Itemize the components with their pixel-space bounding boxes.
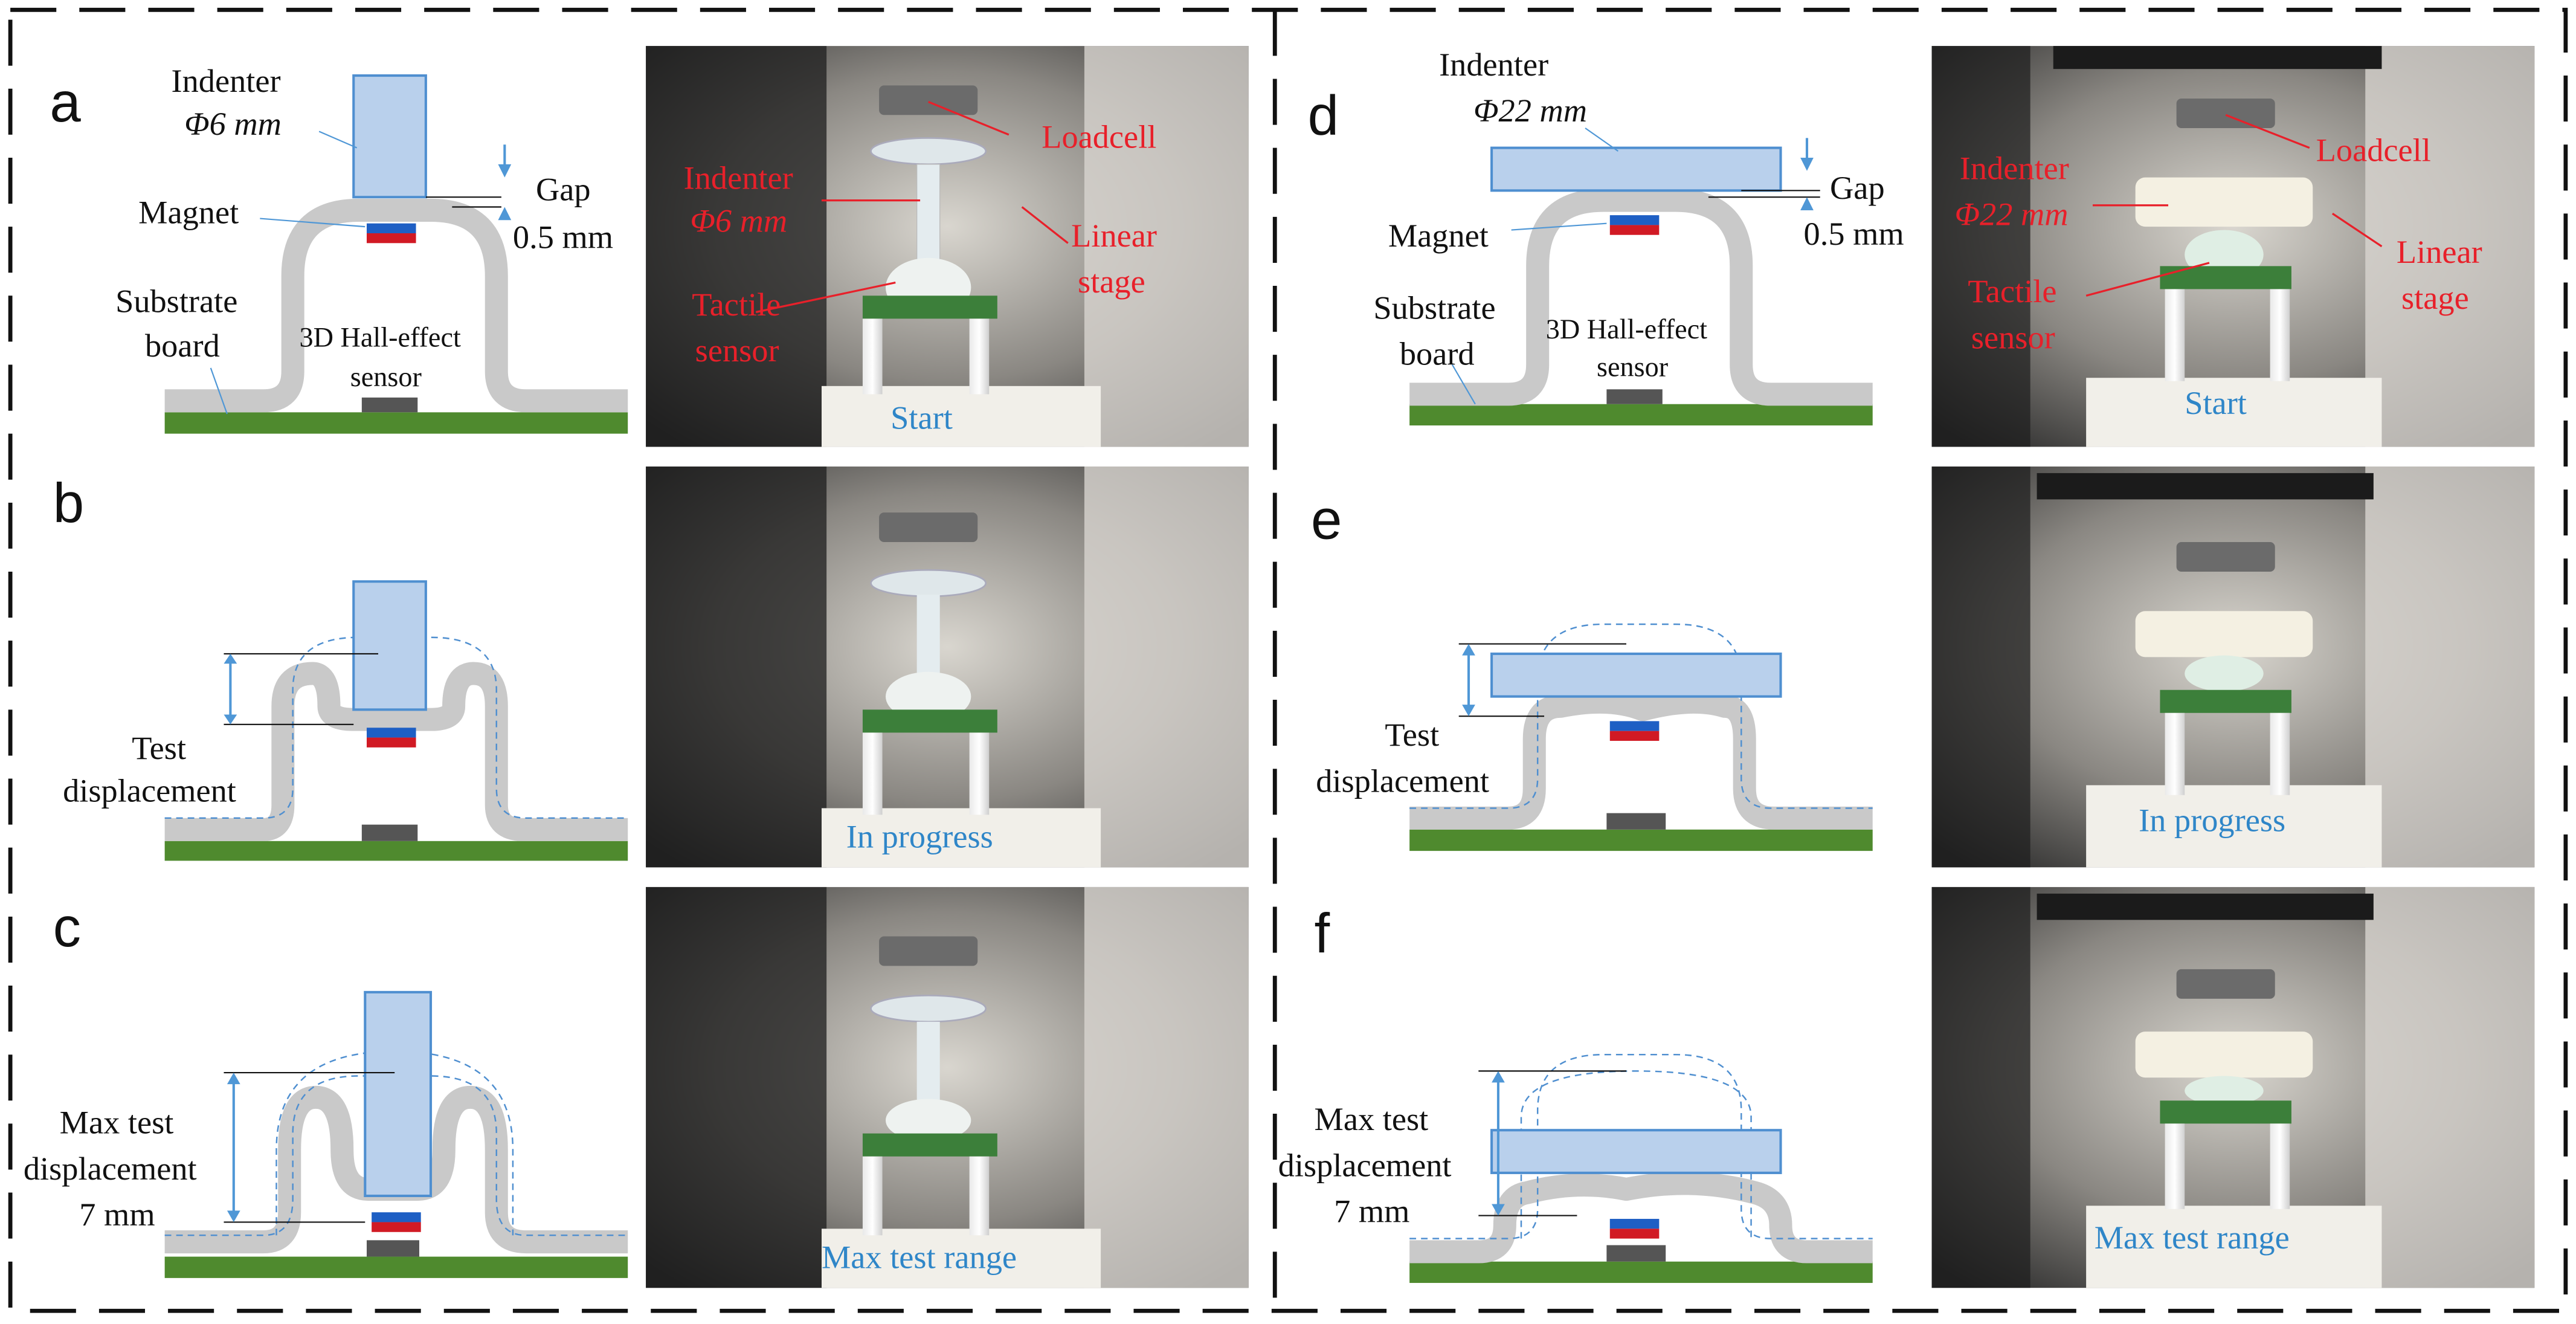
test-displacement-1: Test	[132, 730, 186, 766]
panel-letter-c: c	[53, 896, 81, 958]
indenter-diameter-d: Φ22 mm	[1473, 92, 1587, 129]
panel-letter-a: a	[50, 71, 81, 134]
gap-value-d: 0.5 mm	[1804, 216, 1904, 252]
max-test-f2: displacement	[1278, 1147, 1452, 1183]
magnet-red	[366, 233, 416, 244]
panel-letter-b: b	[53, 471, 84, 534]
magnet-label-d: Magnet	[1388, 218, 1489, 254]
substrate-label-d1: Substrate	[1373, 289, 1495, 326]
photo-d-status: Start	[2185, 385, 2247, 421]
gap-label-d: Gap	[1830, 170, 1885, 206]
tactile-skin	[164, 198, 628, 413]
gap-arrow-down	[498, 144, 511, 177]
photo-a-linear-1: Linear	[1071, 218, 1157, 254]
substrate-leader	[210, 367, 228, 415]
photo-d-tactile-1: Tactile	[1968, 273, 2056, 309]
panel-e-diagram: e Test displacement	[1311, 488, 1873, 851]
photo-b-status: In progress	[846, 819, 993, 855]
test-displacement-e1: Test	[1385, 717, 1439, 753]
panel-letter-e: e	[1311, 488, 1342, 551]
indenter-label: Indenter	[172, 63, 281, 99]
panel-b-diagram: b Test displacement	[53, 471, 628, 861]
photo-a-loadcell: Loadcell	[1042, 119, 1156, 155]
photo-d-tactile-2: sensor	[1971, 319, 2055, 355]
outer-dashed-border	[8, 7, 2568, 1313]
magnet-leader	[260, 218, 365, 228]
photo-e-status: In progress	[2139, 802, 2285, 838]
substrate-board	[164, 412, 628, 434]
max-test-1: Max test	[60, 1105, 174, 1141]
gap-value: 0.5 mm	[513, 219, 613, 255]
photo-d-indenter-2: Φ22 mm	[1955, 196, 2069, 232]
panel-f-diagram: f Max test displacement 7 mm	[1278, 902, 1873, 1284]
photo-c-status: Max test range	[822, 1239, 1017, 1276]
photo-a-tactile-2: sensor	[695, 332, 779, 369]
indenter-diameter: Φ6 mm	[184, 106, 282, 142]
panel-c-photo: Max test range	[646, 886, 1249, 1288]
panel-letter-f: f	[1314, 902, 1330, 965]
photo-a-indenter-2: Φ6 mm	[691, 202, 788, 239]
photo-a-status: Start	[890, 399, 953, 436]
hall-label-d2: sensor	[1597, 352, 1668, 383]
max-test-3: 7 mm	[79, 1196, 155, 1233]
substrate-label-d2: board	[1400, 335, 1475, 372]
hall-label-d1: 3D Hall-effect	[1546, 314, 1707, 344]
hall-sensor-chip	[361, 397, 418, 413]
photo-d-indenter-1: Indenter	[1960, 150, 2069, 186]
indenter	[352, 74, 427, 199]
panel-f-photo: Max test range	[1931, 886, 2535, 1288]
photo-a-tactile-1: Tactile	[692, 286, 781, 323]
panel-d-diagram: d Indenter Φ22 mm Magnet Gap 0.5 mm Subs…	[1308, 47, 1904, 426]
hall-label-2: sensor	[350, 361, 422, 392]
magnet-label: Magnet	[138, 195, 239, 231]
panel-c-diagram: c Max test displacement 7 mm	[24, 896, 628, 1278]
panel-a-photo: Loadcell Indenter Φ6 mm Linear stage Tac…	[646, 46, 1249, 447]
test-displacement-2: displacement	[63, 773, 236, 809]
photo-a-indenter-1: Indenter	[684, 160, 793, 196]
photo-d-linear-2: stage	[2401, 280, 2469, 316]
max-test-f1: Max test	[1314, 1101, 1428, 1137]
panel-letter-d: d	[1308, 84, 1339, 147]
substrate-label-1: Substrate	[115, 283, 237, 319]
indenter-label-d: Indenter	[1439, 47, 1548, 83]
photo-d-loadcell: Loadcell	[2316, 132, 2431, 168]
gap-arrow-up	[498, 207, 512, 221]
panel-e-photo: In progress	[1931, 467, 2535, 868]
panel-d-photo: Loadcell Indenter Φ22 mm Linear stage Ta…	[1931, 46, 2535, 447]
hall-label-1: 3D Hall-effect	[300, 322, 461, 353]
photo-d-linear-1: Linear	[2397, 234, 2482, 270]
gap-label: Gap	[536, 172, 591, 208]
test-displacement-e2: displacement	[1316, 763, 1489, 799]
photo-a-linear-2: stage	[1078, 263, 1145, 300]
magnet-blue	[366, 223, 416, 234]
panel-b-photo: In progress	[646, 467, 1249, 868]
indenter-leader	[318, 131, 358, 149]
max-test-2: displacement	[24, 1151, 197, 1187]
max-test-f3: 7 mm	[1334, 1193, 1409, 1229]
substrate-label-2: board	[145, 328, 220, 364]
photo-f-status: Max test range	[2095, 1219, 2290, 1256]
panel-a-diagram: a Indenter Φ6 mm Magnet Gap 0.5 mm Subst…	[50, 63, 628, 434]
